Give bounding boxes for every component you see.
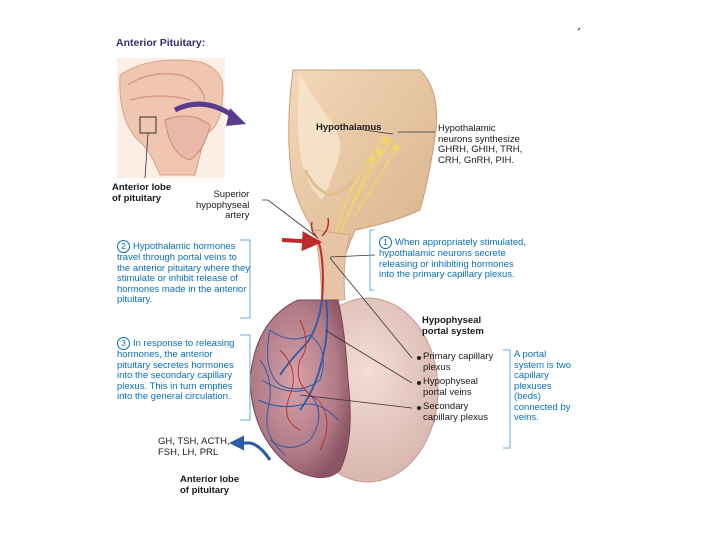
anterior-lobe-bottom-label: Anterior lobe of pituitary: [180, 475, 239, 496]
portal-veins-label: Hypophyseal portal veins: [423, 377, 478, 398]
hypothalamic-neurons-label: Hypothalamic neurons synthesize GHRH, GH…: [438, 124, 522, 166]
portal-system-heading: Hypophyseal portal system: [422, 316, 484, 337]
step-1-text: When appropriately stimulated, hypothala…: [379, 237, 526, 280]
superior-hypophyseal-artery: [282, 240, 318, 242]
hypothalamus-label: Hypothalamus: [316, 123, 381, 134]
portal-definition: A portal system is two capillary plexuse…: [514, 350, 571, 424]
secondary-plexus-label: Secondary capillary plexus: [423, 402, 488, 423]
hormone-outflow-vein: [232, 443, 270, 460]
anterior-lobe-inset-label: Anterior lobe of pituitary: [112, 183, 171, 204]
brain-inset: [117, 58, 225, 178]
step-3-text: In response to releasing hormones, the a…: [117, 338, 234, 402]
superior-artery-label: Superior hypophyseal artery: [196, 190, 249, 222]
pituitary-stalk: [315, 230, 350, 300]
secreted-hormones-label: GH, TSH, ACTH, FSH, LH, PRL: [158, 437, 230, 458]
step-2-text: Hypothalamic hormones travel through por…: [117, 241, 250, 305]
primary-plexus-label: Primary capillary plexus: [423, 352, 493, 373]
page-title: Anterior Pituitary:: [116, 38, 205, 49]
hypothalamus-tissue: [289, 70, 437, 260]
